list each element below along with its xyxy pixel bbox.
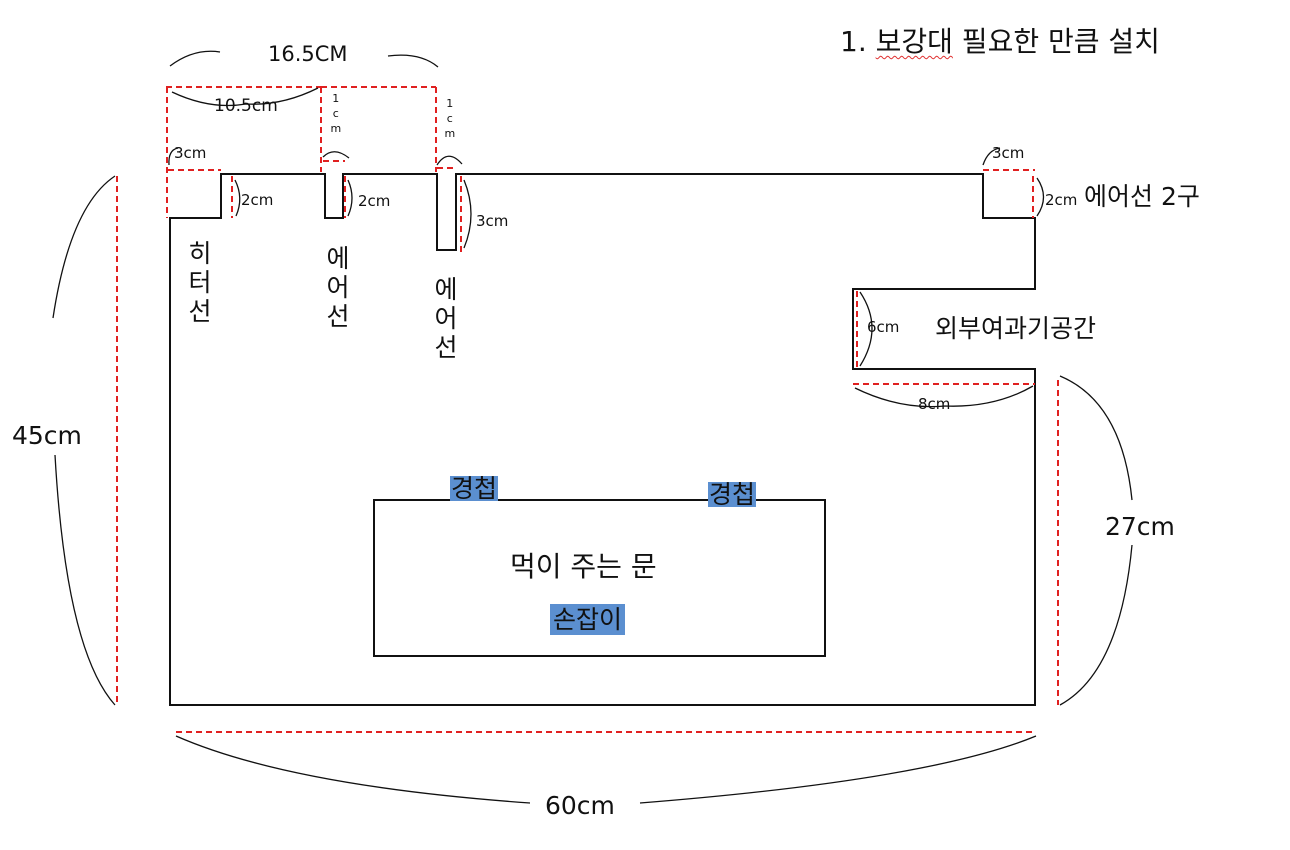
arc-slot1-top bbox=[322, 151, 350, 159]
label-filter-space: 외부여과기공간 bbox=[935, 314, 1097, 343]
dim-top-inner: 10.5cm bbox=[214, 96, 278, 116]
dim-recess-width: 8cm bbox=[918, 395, 951, 413]
dim-notch-right-depth: 2cm bbox=[1045, 191, 1078, 209]
arc-notch-left bbox=[234, 179, 241, 217]
label-hinge-2: 경첩 bbox=[708, 480, 757, 509]
arc-recess-width bbox=[854, 385, 1034, 408]
label-hinge-1: 경첩 bbox=[450, 474, 499, 503]
arc-corner-right bbox=[982, 147, 1001, 166]
label-air-line-1: 에어선 bbox=[322, 245, 351, 332]
dim-slot2-depth: 3cm bbox=[476, 212, 509, 230]
feeding-door-outline bbox=[373, 499, 826, 657]
dim-recess-height: 6cm bbox=[867, 318, 900, 336]
arc-height-left bbox=[52, 175, 116, 706]
dim-slot1-depth: 2cm bbox=[358, 192, 391, 210]
arc-height-right bbox=[1059, 375, 1133, 706]
label-heater-line: 히터선 bbox=[184, 240, 213, 327]
lid-outline bbox=[169, 173, 1036, 706]
arc-top-inner bbox=[171, 87, 319, 107]
dim-corner-left: 3cm bbox=[174, 144, 207, 162]
arc-top-right bbox=[387, 54, 439, 68]
dim-slot-top-2: 1cm bbox=[443, 97, 457, 142]
dim-width-bottom: 60cm bbox=[545, 791, 615, 820]
title-prefix: 1. 보강대 bbox=[840, 25, 953, 58]
arc-width-bottom bbox=[175, 735, 1037, 804]
dim-corner-right: 3cm bbox=[992, 144, 1025, 162]
dim-height-left: 45cm bbox=[12, 421, 82, 450]
arc-notch-right bbox=[1036, 177, 1045, 217]
arc-slot1-depth bbox=[347, 179, 353, 217]
arc-top-left bbox=[169, 50, 221, 67]
label-feeding-door: 먹이 주는 문 bbox=[510, 550, 657, 583]
dim-slot-top-1: 1cm bbox=[329, 92, 343, 137]
arc-recess-height bbox=[859, 291, 873, 367]
dim-top-total: 16.5CM bbox=[268, 42, 348, 66]
title-rest: 필요한 만큼 설치 bbox=[952, 25, 1160, 58]
label-air-line-right: 에어선 2구 bbox=[1084, 182, 1200, 211]
dim-notch-left-depth: 2cm bbox=[241, 191, 274, 209]
arc-slot2-depth bbox=[463, 179, 472, 249]
label-air-line-2: 에어선 bbox=[430, 276, 459, 363]
arc-slot2-top bbox=[436, 155, 463, 166]
arc-corner-left bbox=[168, 147, 179, 166]
label-handle: 손잡이 bbox=[550, 604, 626, 635]
dim-height-right-lower: 27cm bbox=[1105, 512, 1175, 541]
diagram-title: 1. 보강대 필요한 만큼 설치 bbox=[840, 28, 1160, 56]
